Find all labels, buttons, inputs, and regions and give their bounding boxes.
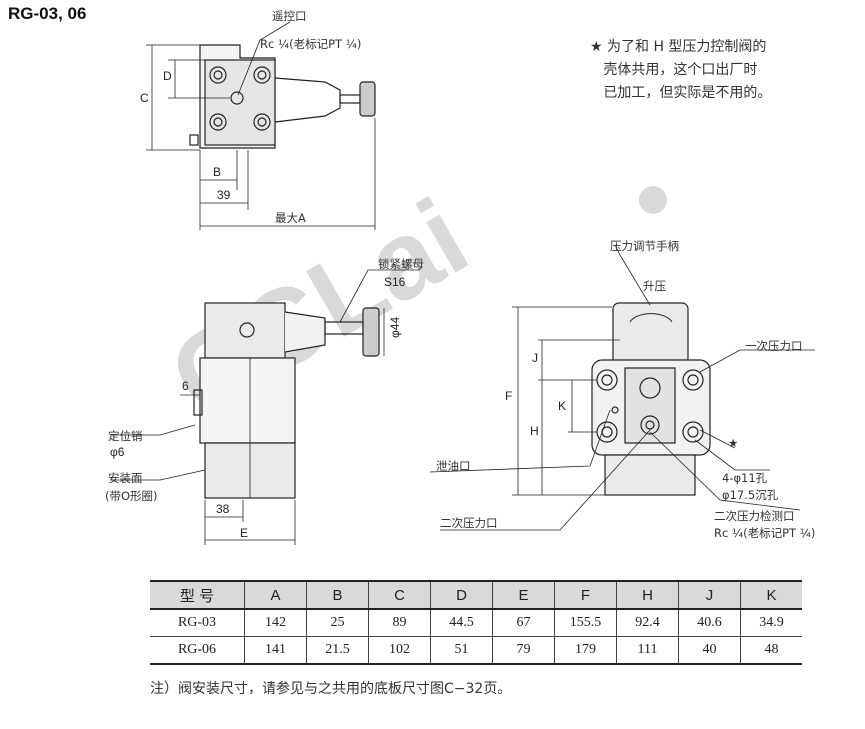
footnote: 注）阀安装尺寸，请参见与之共用的底板尺寸图C−32页。: [150, 681, 512, 697]
table-cell: 179: [554, 636, 617, 665]
dim-b-label: B: [213, 165, 221, 179]
locating-pin-size: φ6: [110, 445, 125, 459]
col-header-f: F: [554, 580, 617, 610]
table-cell: 92.4: [616, 608, 679, 637]
mounting-face-note: (带O形圈): [105, 489, 158, 503]
table-cell: 155.5: [554, 608, 617, 637]
page-title: RG-03, 06: [8, 4, 87, 23]
top-view: [146, 21, 376, 230]
dim-6-label: 6: [182, 379, 189, 393]
side-view: [110, 269, 420, 545]
col-header-b: B: [306, 580, 369, 610]
col-header-e: E: [492, 580, 555, 610]
dim-phi44-label: φ44: [388, 317, 402, 338]
table-cell: 40.6: [678, 608, 741, 637]
col-header-j: J: [678, 580, 741, 610]
table-cell: 141: [244, 636, 307, 665]
table-cell: 51: [430, 636, 493, 665]
bolt-holes-label: 4-φ11孔: [722, 471, 768, 485]
table-cell: 34.9: [740, 608, 802, 637]
col-header-model: 型 号: [150, 580, 245, 610]
mounting-face-label: 安装面: [108, 471, 143, 485]
dim-max-a-label: 最大A: [275, 211, 306, 225]
lock-nut-label: 锁紧螺母: [378, 257, 424, 271]
primary-port-label: 一次压力口: [745, 339, 803, 353]
dim-k-label: K: [558, 399, 566, 413]
table-cell: 89: [368, 608, 431, 637]
remote-port-spec: Rc ¼(老标记PT ¼): [260, 37, 361, 51]
dim-38-label: 38: [216, 502, 230, 516]
dim-f-label: F: [505, 389, 512, 403]
counterbore-label: φ17.5沉孔: [722, 488, 779, 502]
dim-c-label: C: [140, 91, 149, 105]
col-header-k: K: [740, 580, 802, 610]
table-cell: 67: [492, 608, 555, 637]
spec-table: 型 号 A B C D E F H J K RG-03 142 25 89 44…: [150, 580, 802, 665]
star-note: ★ 为了和 H 型压力控制阀的 壳体共用，这个口出厂时 已加工，但实际是不用的。: [590, 39, 772, 101]
col-header-c: C: [368, 580, 431, 610]
gauge-port-label: 二次压力检测口: [714, 509, 795, 523]
gauge-port-spec: Rc ¼(老标记PT ¼): [714, 526, 815, 540]
table-cell: 79: [492, 636, 555, 665]
front-view: [429, 244, 815, 531]
table-row: RG-06 141 21.5 102 51 79 179 111 40 48: [150, 636, 802, 665]
dim-h-label: H: [530, 424, 539, 438]
locating-pin-label: 定位销: [108, 429, 143, 443]
table-header-row: 型 号 A B C D E F H J K: [150, 580, 802, 610]
star-mark: ★: [728, 436, 738, 450]
table-cell: 40: [678, 636, 741, 665]
table-cell: 21.5: [306, 636, 369, 665]
col-header-a: A: [244, 580, 307, 610]
handle-label: 压力调节手柄: [610, 239, 679, 253]
lock-nut-size: S16: [384, 275, 406, 289]
table-cell: RG-03: [150, 608, 245, 637]
raise-label: 升压: [643, 279, 666, 293]
table-cell: RG-06: [150, 636, 245, 665]
dim-d-label: D: [163, 69, 172, 83]
dim-e-label: E: [240, 526, 248, 540]
table-row: RG-03 142 25 89 44.5 67 155.5 92.4 40.6 …: [150, 608, 802, 637]
table-cell: 25: [306, 608, 369, 637]
drain-port-label: 泄油口: [436, 459, 471, 473]
secondary-port-label: 二次压力口: [440, 516, 498, 530]
table-cell: 102: [368, 636, 431, 665]
table-cell: 142: [244, 608, 307, 637]
table-cell: 44.5: [430, 608, 493, 637]
remote-port-label: 遥控口: [272, 9, 307, 23]
dim-39-label: 39: [217, 188, 231, 202]
watermark-dot: [639, 186, 667, 214]
table-cell: 48: [740, 636, 802, 665]
col-header-h: H: [616, 580, 679, 610]
col-header-d: D: [430, 580, 493, 610]
dim-j-label: J: [532, 351, 538, 365]
table-cell: 111: [616, 636, 679, 665]
